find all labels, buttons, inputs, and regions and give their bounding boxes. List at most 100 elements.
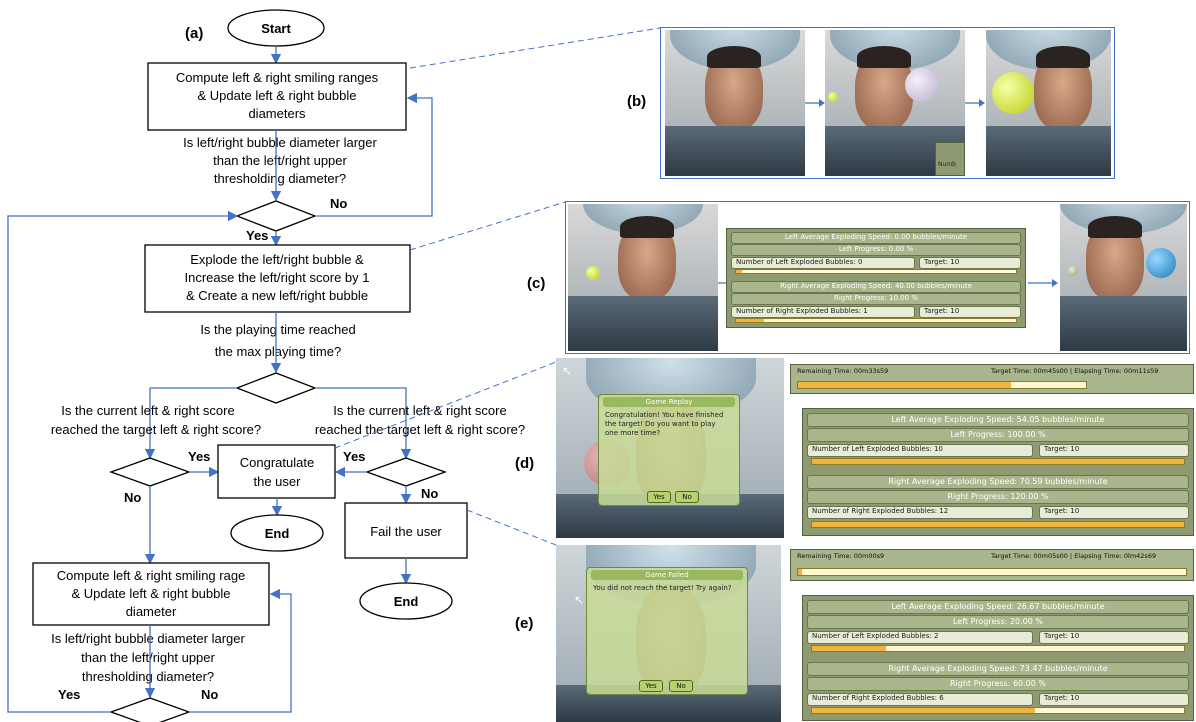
left-progress: Left Progress: 20.00 % bbox=[807, 615, 1189, 629]
bubble-right bbox=[905, 68, 939, 102]
screenshot-c2 bbox=[1060, 204, 1187, 351]
dialog-message: You did not reach the target! Try again? bbox=[593, 584, 732, 592]
panel-d: ↖ Game Replay Congratulation! You have f… bbox=[556, 358, 1196, 540]
compute-box-2 bbox=[32, 562, 270, 626]
progress-fill bbox=[736, 270, 742, 273]
score-hud-c: Left Average Exploding Speed: 0.00 bubbl… bbox=[726, 228, 1026, 328]
question-2-line2: than the left/right upper bbox=[81, 650, 215, 665]
failed-dialog: Game Failed You did not reach the target… bbox=[586, 567, 748, 695]
congratulate-line2: the user bbox=[254, 474, 302, 489]
bubble-right bbox=[1146, 248, 1176, 278]
bubble-left bbox=[828, 92, 838, 102]
left-target: Target: 10 bbox=[1039, 444, 1189, 457]
explode-box-line1: Explode the left/right bubble & bbox=[190, 252, 364, 267]
end-label-1: End bbox=[265, 526, 290, 541]
left-speed: Left Average Exploding Speed: 54.05 bubb… bbox=[807, 413, 1189, 427]
right-progress: Right Progress: 10.00 % bbox=[731, 293, 1021, 305]
screenshot-b1 bbox=[665, 30, 805, 176]
decision-time bbox=[235, 372, 317, 404]
callout-e bbox=[466, 509, 557, 546]
question-right-line2: reached the target left & right score? bbox=[315, 422, 525, 437]
right-progress: Right Progress: 60.00 % bbox=[807, 677, 1189, 691]
congratulate-line1: Congratulate bbox=[240, 455, 314, 470]
question-time-line2: the max playing time? bbox=[215, 344, 341, 359]
no-button[interactable]: No bbox=[675, 491, 699, 503]
score-hud-e: Left Average Exploding Speed: 26.67 bubb… bbox=[802, 595, 1194, 721]
yes-button[interactable]: Yes bbox=[647, 491, 671, 503]
arrow-right-icon bbox=[1028, 279, 1058, 287]
screenshot-e-game: ↖ Game Failed You did not reach the targ… bbox=[556, 545, 781, 722]
connector-left-branch bbox=[144, 387, 237, 460]
screenshot-b3 bbox=[986, 30, 1111, 176]
right-progress-bar bbox=[811, 707, 1185, 714]
question-left-line2: reached the target left & right score? bbox=[51, 422, 261, 437]
time-bar bbox=[797, 381, 1087, 389]
right-exploded: Number of Right Exploded Bubbles: 12 bbox=[807, 506, 1033, 519]
bubble-left bbox=[992, 72, 1034, 114]
progress-fill bbox=[812, 522, 1184, 527]
right-target: Target: 10 bbox=[1039, 506, 1189, 519]
question-right-line1: Is the current left & right score bbox=[333, 403, 506, 418]
panel-c: Left Average Exploding Speed: 0.00 bubbl… bbox=[565, 201, 1190, 354]
cursor-icon: ↖ bbox=[574, 593, 585, 607]
right-progress: Right Progress: 120.00 % bbox=[807, 490, 1189, 504]
cursor-icon: ↖ bbox=[562, 364, 573, 378]
start-label: Start bbox=[261, 21, 291, 36]
right-target: Target: 10 bbox=[1039, 693, 1189, 706]
progress-fill bbox=[812, 646, 887, 651]
no-button[interactable]: No bbox=[669, 680, 693, 692]
decision-left-no: No bbox=[124, 490, 141, 505]
left-progress-bar bbox=[811, 645, 1185, 652]
panel-e: ↖ Game Failed You did not reach the targ… bbox=[556, 545, 1196, 722]
label-c: (c) bbox=[527, 275, 545, 292]
compute-box-2-line2: & Update left & right bubble bbox=[72, 586, 231, 601]
right-target: Target: 10 bbox=[919, 306, 1021, 318]
right-exploded: Number of Right Exploded Bubbles: 1 bbox=[731, 306, 915, 318]
callout-c bbox=[409, 201, 566, 251]
end-label-2: End bbox=[394, 594, 419, 609]
decision-left-yes: Yes bbox=[188, 449, 210, 464]
question-time-line1: Is the playing time reached bbox=[200, 322, 355, 337]
right-speed: Right Average Exploding Speed: 40.00 bub… bbox=[731, 281, 1021, 293]
decision-1-no: No bbox=[330, 196, 347, 211]
target-time: Target Time: 00m45s00 | Elapsing Time: 0… bbox=[991, 367, 1159, 375]
fail-label: Fail the user bbox=[370, 524, 442, 539]
progress-fill bbox=[812, 459, 1184, 464]
progress-fill bbox=[736, 319, 764, 322]
arrow-right-icon bbox=[965, 99, 985, 107]
decision-left bbox=[109, 457, 191, 487]
connector-right-branch bbox=[315, 387, 412, 460]
progress-fill bbox=[798, 569, 802, 575]
left-progress-bar bbox=[811, 458, 1185, 465]
arrow-right-icon bbox=[805, 99, 825, 107]
dialog-message: Congratulation! You have finished the ta… bbox=[605, 411, 724, 437]
explode-box bbox=[144, 244, 411, 313]
bubble-left bbox=[586, 266, 600, 280]
right-progress-bar bbox=[735, 318, 1017, 323]
yes-button[interactable]: Yes bbox=[639, 680, 663, 692]
question-left-line1: Is the current left & right score bbox=[61, 403, 234, 418]
left-exploded: Number of Left Exploded Bubbles: 2 bbox=[807, 631, 1033, 644]
right-speed: Right Average Exploding Speed: 70.59 bub… bbox=[807, 475, 1189, 489]
decision-2-yes: Yes bbox=[58, 687, 80, 702]
end-terminal-1 bbox=[230, 514, 324, 552]
left-progress: Left Progress: 100.00 % bbox=[807, 428, 1189, 442]
label-a: (a) bbox=[185, 25, 203, 42]
left-target: Target: 10 bbox=[919, 257, 1021, 269]
left-exploded: Number of Left Exploded Bubbles: 10 bbox=[807, 444, 1033, 457]
dialog-title: Game Failed bbox=[591, 570, 743, 580]
decision-right-yes: Yes bbox=[343, 449, 365, 464]
end-terminal-2 bbox=[359, 582, 453, 620]
dialog-title: Game Replay bbox=[603, 397, 735, 407]
replay-dialog: Game Replay Congratulation! You have fin… bbox=[598, 394, 740, 506]
left-speed: Left Average Exploding Speed: 0.00 bubbl… bbox=[731, 232, 1021, 244]
congratulate-box bbox=[217, 444, 336, 499]
progress-fill bbox=[812, 708, 1036, 713]
compute-box-1-line1: Compute left & right smiling ranges bbox=[176, 70, 379, 85]
question-2-line1: Is left/right bubble diameter larger bbox=[51, 631, 245, 646]
left-progress: Left Progress: 0.00 % bbox=[731, 244, 1021, 256]
decision-right-no: No bbox=[421, 486, 438, 501]
question-1-line1: Is left/right bubble diameter larger bbox=[183, 135, 377, 150]
time-bar bbox=[797, 568, 1187, 576]
